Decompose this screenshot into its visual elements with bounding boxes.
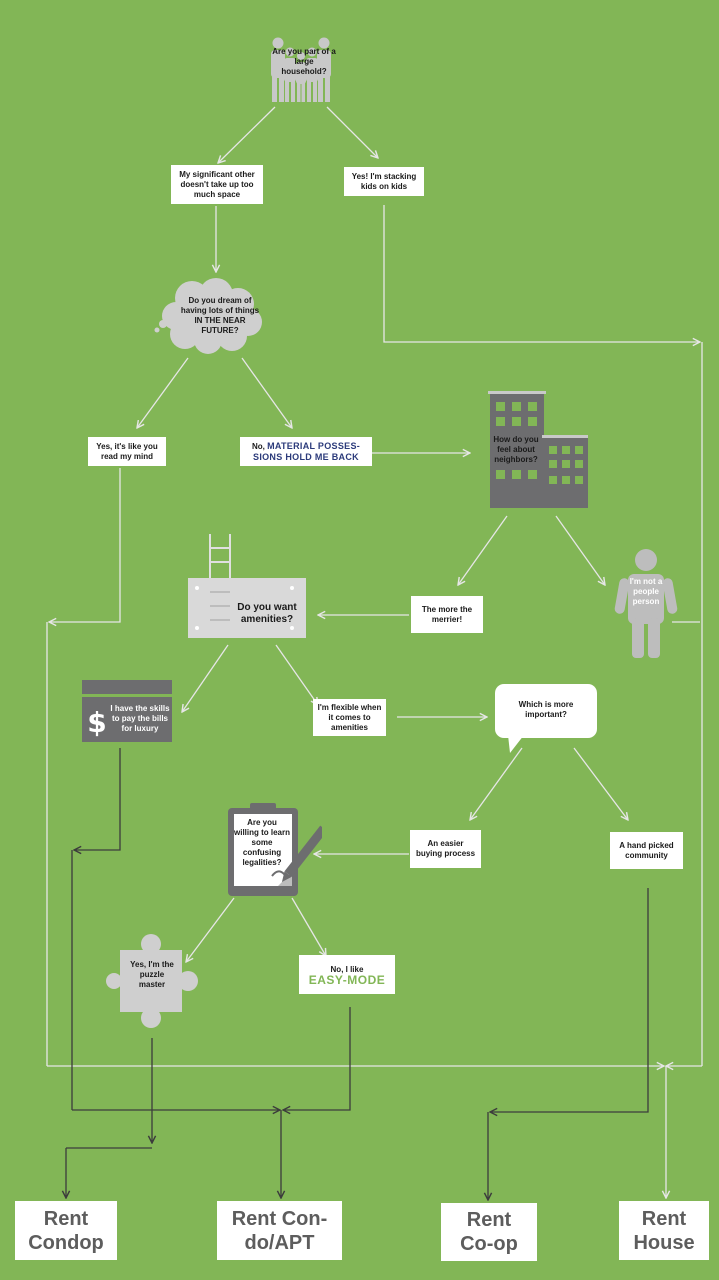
more-merrier-answer: The more the merrier! bbox=[411, 596, 483, 633]
svg-text:$: $ bbox=[87, 706, 106, 739]
thought-cloud-icon bbox=[154, 278, 262, 354]
person-icon bbox=[614, 549, 678, 658]
pool-icon bbox=[188, 534, 306, 638]
clipboard-icon bbox=[228, 803, 322, 896]
household-question: Are you part of a large household? bbox=[272, 47, 336, 76]
significant-other-answer: My significant other doesn't take up too… bbox=[171, 165, 263, 204]
easier-buying-answer: An easier buying process bbox=[410, 830, 481, 868]
stacking-kids-answer: Yes! I'm stacking kids on kids bbox=[344, 167, 424, 196]
hand-picked-answer: A hand picked community bbox=[610, 832, 683, 869]
flexible-answer: I'm flexible when it comes to amenities bbox=[313, 699, 386, 736]
not-people-person-answer: I'm not a people person bbox=[629, 577, 663, 606]
result-rent-condo-apt: Rent Con-do/APT bbox=[217, 1201, 342, 1260]
legalities-question: Are you willing to learn some confusing … bbox=[234, 818, 291, 867]
amenities-question: Do you want amenities? bbox=[237, 602, 297, 625]
building-icon bbox=[488, 391, 588, 508]
family-icon bbox=[271, 37, 331, 102]
puzzle-piece-icon bbox=[106, 934, 198, 1028]
material-possessions-answer: No, MATERIAL POSSES-SIONS HOLD ME BACK bbox=[240, 437, 372, 466]
read-my-mind-answer: Yes, it's like you read my mind bbox=[88, 437, 166, 466]
dream-things-question: Do you dream of having lots of things IN… bbox=[180, 296, 260, 335]
dollar-card-icon: $ bbox=[82, 680, 172, 742]
speech-bubble-icon bbox=[495, 684, 597, 753]
neighbors-question: How do you feel about neighbors? bbox=[493, 435, 539, 464]
more-important-question: Which is more important? bbox=[518, 700, 574, 719]
pay-bills-answer: I have the skills to pay the bills for l… bbox=[110, 704, 170, 733]
puzzle-master-answer: Yes, I'm the puzzle master bbox=[130, 960, 174, 989]
